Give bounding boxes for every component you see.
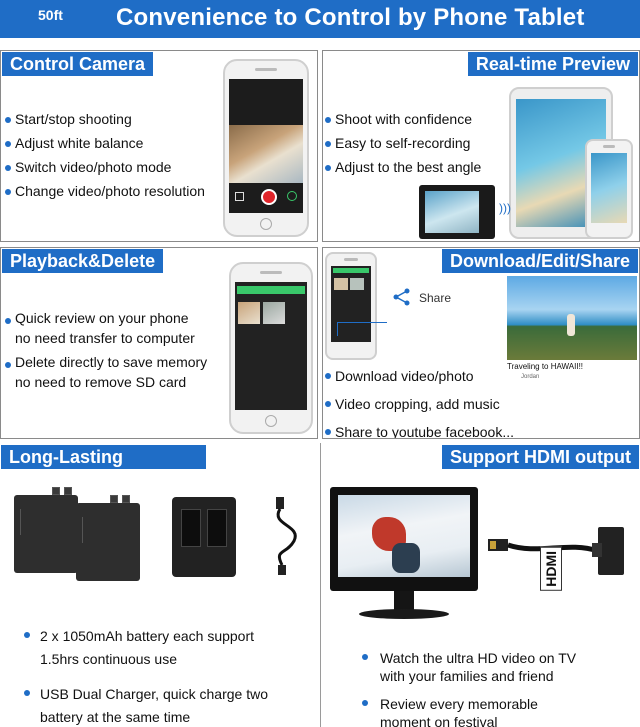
bullet-icon [24,690,30,696]
bullet-icon [325,141,331,147]
phone-app-image [223,59,309,237]
share-divider [337,322,387,336]
panel-download-share: Download/Edit/Share Share Traveling to H… [322,247,640,439]
bullet-icon [325,117,331,123]
phone-preview-image [585,139,633,239]
bullet-icon [5,189,11,195]
list-item: Quick review on your phone no need trans… [5,308,207,348]
hdmi-list: Watch the ultra HD video on TV with your… [362,649,576,727]
panel-title-realtime-preview: Real-time Preview [467,52,638,76]
list-item: Switch video/photo mode [5,155,205,179]
video-thumbnail [507,276,637,360]
usb-cable-image [276,497,297,575]
depth-label: 50ft [38,7,63,23]
download-share-list: Download video/photo Video cropping, add… [325,362,514,438]
panel-long-lasting: Long-Lasting 2 x 1050mAh battery each su… [0,443,320,727]
action-camera-image [419,185,495,239]
list-item: 2 x 1050mAh battery each support 1.5hrs … [24,625,268,671]
panel-title-playback-delete: Playback&Delete [2,249,164,273]
list-item: Watch the ultra HD video on TV with your… [362,649,576,685]
panel-title-download-share: Download/Edit/Share [441,249,638,273]
list-item: Change video/photo resolution [5,179,205,203]
bullet-icon [24,632,30,638]
tv-image [330,487,478,619]
list-item: Download video/photo [325,362,514,390]
playback-delete-list: Quick review on your phone no need trans… [5,308,207,392]
share-icon [393,288,410,306]
header-banner: 50ft Convenience to Control by Phone Tab… [0,0,640,38]
bullet-icon [362,700,368,706]
section-divider [320,443,321,727]
list-item: Adjust to the best angle [325,155,481,179]
control-camera-list: Start/stop shooting Adjust white balance… [5,107,205,203]
realtime-preview-list: Shoot with confidence Easy to self-recor… [325,107,481,179]
record-button-icon [261,189,277,205]
list-item: Start/stop shooting [5,107,205,131]
list-item: Review every memorable moment on festiva… [362,695,576,727]
battery-image [76,495,140,581]
bullet-icon [325,429,331,435]
video-user: Jordan [521,374,540,380]
list-item: Adjust white balance [5,131,205,155]
bullet-icon [5,362,11,368]
phone-playback-image [229,262,313,434]
phone-download-image [325,252,377,360]
panel-playback-delete: Playback&Delete Quick review on your pho… [0,247,318,439]
panel-title-hdmi: Support HDMI output [442,445,639,469]
hdmi-tag: HDMI [540,547,562,591]
wifi-icon: ))) [499,201,511,215]
list-item: USB Dual Charger, quick charge two batte… [24,683,268,727]
switch-mode-icon [287,191,297,201]
bullet-icon [5,141,11,147]
list-item: Easy to self-recording [325,131,481,155]
bullet-icon [325,401,331,407]
panel-control-camera: Control Camera Start/stop shooting Adjus… [0,50,318,242]
panel-hdmi: Support HDMI output HDMI Watch the ultra… [322,443,640,727]
page-title: Convenience to Control by Phone Tablet [116,4,585,31]
list-item: Share to youtube facebook... [325,418,514,438]
bullet-icon [5,117,11,123]
camera-preview [229,125,303,183]
list-item: Delete directly to save memory no need t… [5,352,207,392]
bullet-icon [5,165,11,171]
list-item: Video cropping, add music [325,390,514,418]
panel-title-long-lasting: Long-Lasting [1,445,206,469]
panel-title-control-camera: Control Camera [2,52,154,76]
bullet-icon [325,165,331,171]
share-label: Share [419,291,452,305]
bullet-icon [5,318,11,324]
bullet-icon [362,654,368,660]
dual-charger-image [172,497,236,577]
gallery-icon [235,192,244,201]
panel-realtime-preview: Real-time Preview Shoot with confidence … [322,50,640,242]
battery-image [14,487,78,573]
list-item: Shoot with confidence [325,107,481,131]
bullet-icon [325,373,331,379]
video-caption: Traveling to HAWAII!! [507,362,584,371]
long-lasting-list: 2 x 1050mAh battery each support 1.5hrs … [24,625,268,727]
